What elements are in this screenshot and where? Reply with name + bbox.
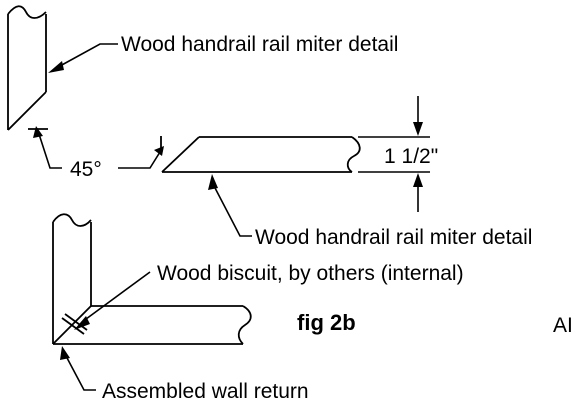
figure-label: fig 2b (297, 310, 356, 335)
label-assembled: Assembled wall return (102, 380, 309, 403)
angle-indicator (28, 126, 164, 169)
leader-miter-detail-bottom (208, 174, 252, 237)
assembled-wall-return (52, 213, 252, 345)
label-dimension: 1 1/2" (384, 145, 438, 168)
vertical-rail-miter (7, 5, 47, 131)
label-angle: 45° (70, 158, 102, 181)
leader-biscuit (74, 271, 151, 330)
leader-assembled (60, 346, 96, 391)
label-miter-detail-bottom: Wood handrail rail miter detail (255, 226, 532, 249)
leader-miter-detail-top (48, 43, 118, 73)
label-biscuit: Wood biscuit, by others (internal) (157, 262, 464, 285)
horizontal-rail-miter (161, 136, 361, 173)
corner-tag: AI (553, 314, 572, 337)
dimension-lines (358, 96, 430, 212)
label-miter-detail-top: Wood handrail rail miter detail (121, 33, 398, 56)
